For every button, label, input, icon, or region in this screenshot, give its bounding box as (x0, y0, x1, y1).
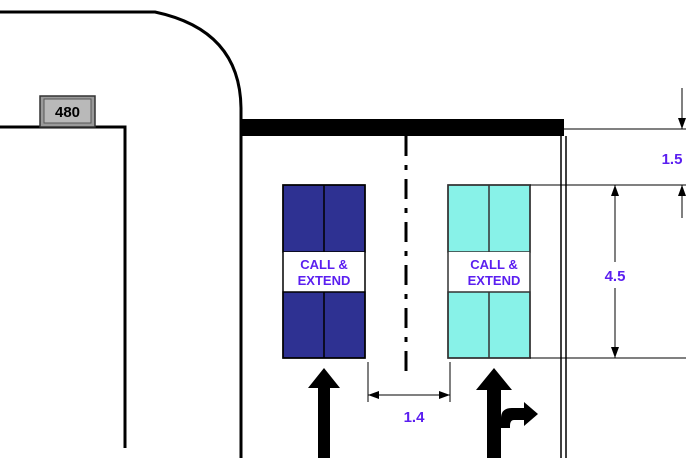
route-sign: 480 (39, 95, 96, 128)
lane-offset-dimension: 1.4 (367, 362, 451, 426)
setback-label: 1.5 (662, 151, 683, 168)
detector-left-line2: EXTEND (298, 273, 351, 288)
detector-right: CALL & EXTEND (447, 184, 531, 359)
detector-left: CALL & EXTEND (282, 184, 366, 359)
through-right-arrow-icon (476, 368, 538, 458)
detector-left-line1: CALL & (300, 257, 347, 272)
cross-street-edge (0, 125, 127, 448)
through-arrow-icon (308, 368, 340, 458)
detector-length-label: 4.5 (605, 268, 626, 285)
lane-offset-label: 1.4 (404, 409, 426, 426)
curb-curve (0, 10, 243, 458)
stop-bar (241, 119, 564, 136)
setback-dimension: 1.5 (530, 88, 686, 218)
detector-right-line2: EXTEND (468, 273, 521, 288)
detector-right-line1: CALL & (470, 257, 517, 272)
detector-length-dimension: 4.5 (530, 185, 686, 359)
route-sign-label: 480 (55, 104, 80, 121)
